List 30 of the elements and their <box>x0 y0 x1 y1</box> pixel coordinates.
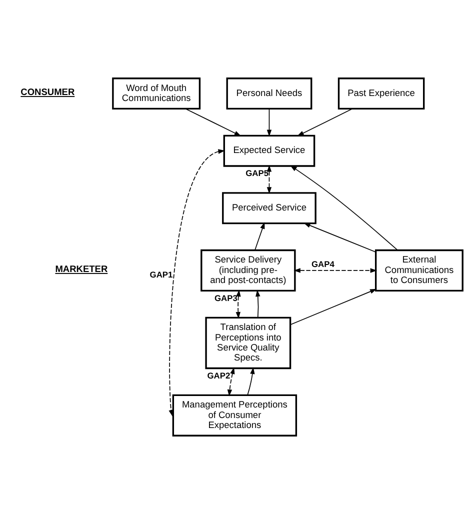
node-box: External Communications to Consumers <box>374 249 464 292</box>
arrow <box>290 165 398 251</box>
arrow <box>227 367 235 396</box>
arrow <box>297 108 353 136</box>
arrow <box>185 108 242 136</box>
node-box: Translation of Perceptions into Service Quality Specs. <box>205 316 292 370</box>
arrow <box>290 288 377 325</box>
edge-label: GAP5 <box>246 168 269 178</box>
edge-label: GAP4 <box>312 259 334 270</box>
edge-label: GAP3 <box>214 293 238 303</box>
arrow <box>266 108 272 137</box>
arrow <box>254 222 265 250</box>
arrow <box>168 149 225 417</box>
label: MARKETER <box>55 264 108 274</box>
arrow <box>247 367 255 396</box>
arrow <box>294 268 378 273</box>
node-box: Personal Needs <box>226 78 312 110</box>
node-box: Perceived Service <box>222 192 316 224</box>
edge-label: GAP1 <box>150 269 173 280</box>
node-box: Word of Mouth Communications <box>112 78 201 110</box>
label: CONSUMER <box>20 87 75 98</box>
node-box: Expected Service <box>223 134 316 167</box>
arrow <box>266 165 272 194</box>
edge-label: GAP2 <box>207 370 230 380</box>
node-box: Service Delivery (including pre- and post-contacts) <box>200 249 296 292</box>
arrow <box>304 222 376 252</box>
arrow <box>236 290 241 319</box>
node-box: Management Perceptions of Consumer Expectations <box>172 394 298 436</box>
node-box: Past Experience <box>338 78 425 110</box>
arrow <box>256 290 260 318</box>
